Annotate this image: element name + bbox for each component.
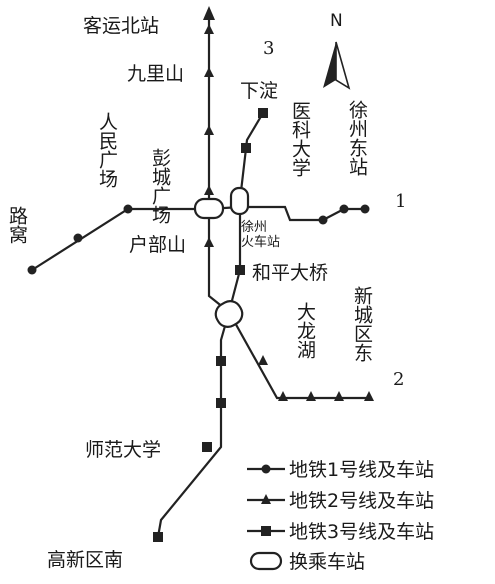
line3-station-xiadian xyxy=(258,108,268,118)
legend-line1-label: 地铁1号线及车站 xyxy=(289,459,434,481)
line2-station-b xyxy=(258,355,268,365)
station-label-keyun-bei: 客运北站 xyxy=(83,15,159,37)
station-label-xiadian: 下淀 xyxy=(240,80,278,102)
station-label-dalonghu: 大龙湖 xyxy=(294,302,316,359)
transfer-station-xuzhou-huochezhan xyxy=(229,186,250,216)
line2-station-dalonghu-1 xyxy=(278,391,288,401)
north-compass: N xyxy=(323,11,351,90)
station-label-heping-daqiao: 和平大桥 xyxy=(252,262,328,284)
station-label-shifan-daxue: 师范大学 xyxy=(85,439,161,461)
legend-line2-marker xyxy=(261,494,271,504)
line3-station-a xyxy=(241,143,251,153)
line2-station-hubushan xyxy=(204,237,214,247)
line2-station-dalonghu-2 xyxy=(306,391,316,401)
station-label-luwo: 路窝 xyxy=(6,206,28,244)
station-label-pengcheng-guangchang: 彭城广场 xyxy=(149,148,171,224)
line1-station-xuzhou-dongzhan xyxy=(360,204,370,214)
line3-station-shifan-daxue xyxy=(202,442,212,452)
station-label-jiulishan: 九里山 xyxy=(127,63,184,85)
station-label-yike-daxue: 医科大学 xyxy=(289,101,311,177)
line3-station-b xyxy=(216,356,226,366)
line3-station-c xyxy=(216,398,226,408)
line2-station-keyun-bei xyxy=(204,24,214,34)
line1-station-luwo xyxy=(27,265,37,275)
line3-station-heping-daqiao xyxy=(235,265,245,275)
metro-line-2 xyxy=(203,6,374,401)
station-label-xuzhou-huochezhan-1: 徐州 xyxy=(241,220,267,235)
transfer-station-south xyxy=(214,300,244,328)
line1-station-yike-daxue xyxy=(318,215,328,225)
line2-station-xinchengqu-dong xyxy=(364,391,374,401)
map-legend: 地铁1号线及车站 地铁2号线及车站 地铁3号线及车站 换乘车站 xyxy=(247,459,434,573)
legend-line1-marker xyxy=(261,464,271,474)
station-label-renmin-guangchang: 人民广场 xyxy=(96,112,118,188)
legend-transfer-marker xyxy=(249,551,283,571)
compass-arrow-icon xyxy=(323,42,336,88)
line2-station-jiulishan xyxy=(204,67,214,77)
metro-line-1 xyxy=(27,204,370,275)
line1-station-a xyxy=(73,233,83,243)
station-label-gaoxinqu-nan: 高新区南 xyxy=(47,549,123,571)
legend-line3-label: 地铁3号线及车站 xyxy=(289,521,434,543)
line2-station-pengcheng xyxy=(204,185,214,195)
line3-station-gaoxinqu-nan xyxy=(153,532,163,542)
line1-station-b xyxy=(339,204,349,214)
legend-line2-label: 地铁2号线及车站 xyxy=(289,490,434,512)
line2-station-3 xyxy=(334,391,344,401)
legend-line3-marker xyxy=(261,526,271,536)
line2-station-mid xyxy=(204,125,214,135)
compass-label: N xyxy=(330,11,343,31)
station-label-xinchengqu-dong: 新城区东 xyxy=(351,286,373,362)
station-label-hubushan: 户部山 xyxy=(129,234,186,256)
line1-station-renmin-guangchang xyxy=(123,204,133,214)
line-number-1: 1 xyxy=(395,191,406,212)
station-label-xuzhou-dongzhan: 徐州东站 xyxy=(346,100,368,176)
station-label-xuzhou-huochezhan-2: 火车站 xyxy=(241,234,280,250)
transfer-station-pengcheng xyxy=(193,197,225,220)
arrow-head-icon xyxy=(203,6,215,20)
line-number-3: 3 xyxy=(263,38,274,59)
line-number-2: 2 xyxy=(393,369,404,390)
legend-transfer-label: 换乘车站 xyxy=(289,551,365,573)
